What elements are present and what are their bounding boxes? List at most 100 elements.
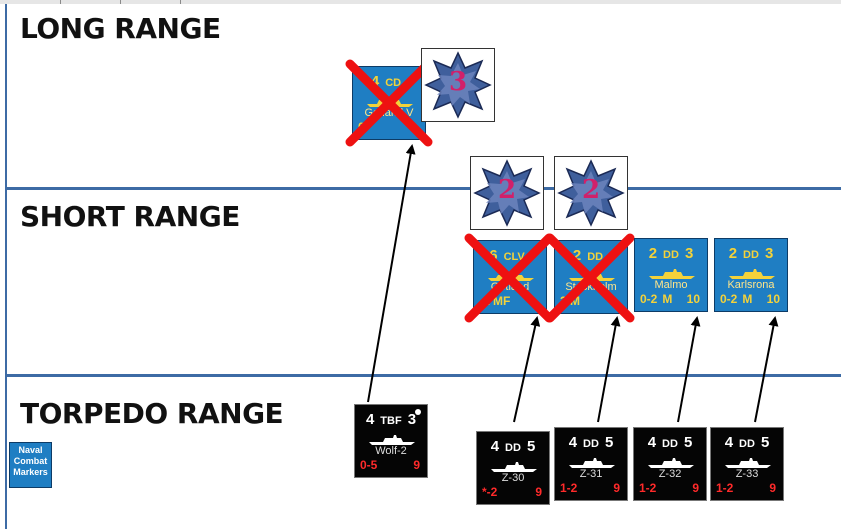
counter-type: DD <box>662 438 678 450</box>
naval-combat-markers-button[interactable]: Naval Combat Markers <box>9 442 52 488</box>
zone-label-torpedo-range: TORPEDO RANGE <box>20 397 284 430</box>
counter-ship-name: Gotland <box>490 281 530 293</box>
counter-defense-factor: 5 <box>526 438 536 455</box>
counter-type: DD <box>587 251 604 263</box>
counter-attack-factor: 4 <box>365 411 375 428</box>
ship-silhouette-icon <box>569 458 615 468</box>
status-dot-icon <box>415 409 421 415</box>
counter-speed: 9 <box>613 481 620 495</box>
counter-type: CD <box>385 77 402 89</box>
counter-type: TBF <box>380 415 402 427</box>
counter-gun-rating: 1-2 <box>716 481 734 495</box>
counter-gun-rating: *-2 <box>482 485 498 499</box>
counter-attack-factor: 2 <box>728 245 738 262</box>
counter-gun-rating: 1-2 <box>560 481 578 495</box>
counter-gun-rating: 2 M <box>560 294 581 308</box>
counter-speed: 9 <box>692 481 699 495</box>
counter-attack-factor: 4 <box>370 73 380 90</box>
counter-attack-factor: 2 <box>572 247 582 264</box>
counter-ship-name: Wolf-2 <box>375 445 407 457</box>
counter-ship-name: Karlsrona <box>727 279 775 291</box>
ship-silhouette-icon <box>569 271 615 281</box>
zone-divider-short-torpedo <box>6 374 841 377</box>
arrow-z31-to-stockholm <box>597 316 621 423</box>
counter-type: CLV <box>503 251 525 263</box>
hit-marker-short-gotland[interactable]: 2 <box>470 156 544 230</box>
counter-ship-name: Stockholm <box>565 281 617 293</box>
counter-ship-name: Z-33 <box>735 468 759 480</box>
counter-gun-rating: 0-2 <box>720 292 738 306</box>
arrow-wolf2-to-gotland-cd <box>367 144 416 403</box>
zone-label-long-range: LONG RANGE <box>20 12 221 45</box>
arrow-z30-to-gotland-clv <box>513 316 541 423</box>
counter-type: DD <box>739 438 755 450</box>
counter-type: DD <box>583 438 599 450</box>
hit-count: 3 <box>448 67 468 97</box>
hit-marker-short-stockholm[interactable]: 2 <box>554 156 628 230</box>
counter-z-33[interactable]: 4 DD 5 Z-33 1-2 9 <box>710 427 784 501</box>
arrow-z33-to-karlsrona <box>754 316 779 423</box>
star-burst-icon <box>424 51 492 119</box>
counter-z-32[interactable]: 4 DD 5 Z-32 1-2 9 <box>633 427 707 501</box>
counter-ship-name: Malmo <box>654 279 688 291</box>
ship-silhouette-icon <box>729 269 775 279</box>
ship-silhouette-icon <box>369 435 415 445</box>
counter-defense-factor: 3 <box>764 245 774 262</box>
counter-speed: 9 <box>413 458 420 472</box>
counter-type: DD <box>743 249 759 261</box>
counter-gun-rating: -1 MF <box>479 294 511 308</box>
counter-ship-name: Gotland V <box>364 107 414 119</box>
counter-gotland-cd[interactable]: 4 CD Gotland V 0 <box>352 66 426 140</box>
counter-defense-factor: 3 <box>684 245 694 262</box>
counter-type: DD <box>663 249 679 261</box>
counter-attack-factor: 4 <box>568 434 578 451</box>
counter-ship-name: Z-31 <box>579 468 603 480</box>
counter-defense-factor: 5 <box>683 434 693 451</box>
button-label-line-2: Combat <box>13 456 48 466</box>
counter-mode: M <box>742 292 753 306</box>
ship-silhouette-icon <box>649 269 695 279</box>
zone-label-short-range: SHORT RANGE <box>20 200 240 233</box>
button-label-line-1: Naval <box>18 445 43 455</box>
counter-speed: 9 <box>769 481 776 495</box>
counter-attack-factor: 4 <box>647 434 657 451</box>
arrow-z32-to-malmo <box>677 316 701 423</box>
board-left-edge <box>5 4 7 529</box>
counter-speed: 10 <box>686 292 700 306</box>
counter-gotland-clv[interactable]: 6 CLV Gotland -1 MF <box>473 240 547 314</box>
counter-gun-rating: 0-2 <box>640 292 658 306</box>
button-label-line-3: Markers <box>13 467 48 477</box>
counter-z-31[interactable]: 4 DD 5 Z-31 1-2 9 <box>554 427 628 501</box>
hit-count: 2 <box>497 175 517 205</box>
counter-defense-factor: 3 <box>407 411 417 428</box>
counter-attack-factor: 4 <box>490 438 500 455</box>
hit-count: 2 <box>581 175 601 205</box>
ship-silhouette-icon <box>648 458 694 468</box>
counter-attack-factor: 4 <box>724 434 734 451</box>
counter-defense-factor: 5 <box>604 434 614 451</box>
star-burst-icon <box>557 159 625 227</box>
counter-attack-factor: 2 <box>648 245 658 262</box>
counter-gun-rating: 0-5 <box>360 458 378 472</box>
counter-gun-rating: 0 <box>358 120 365 134</box>
ship-silhouette-icon <box>367 97 413 107</box>
window-top-strip <box>0 0 841 4</box>
counter-karlsrona[interactable]: 2 DD 3 Karlsrona 0-2 M 10 <box>714 238 788 312</box>
counter-malmo[interactable]: 2 DD 3 Malmo 0-2 M 10 <box>634 238 708 312</box>
counter-attack-factor: 6 <box>489 247 498 264</box>
ship-silhouette-icon <box>488 272 534 281</box>
counter-stockholm[interactable]: 2 DD Stockholm 2 M <box>554 240 628 314</box>
ship-silhouette-icon <box>491 462 537 472</box>
counter-gun-rating: 1-2 <box>639 481 657 495</box>
counter-speed: 10 <box>766 292 780 306</box>
counter-defense-factor: 5 <box>760 434 770 451</box>
counter-wolf-2[interactable]: 4 TBF 3 Wolf-2 0-5 9 <box>354 404 428 478</box>
counter-mode: M <box>662 292 673 306</box>
counter-ship-name: Z-30 <box>501 472 525 484</box>
zone-divider-long-short <box>6 187 841 190</box>
counter-speed: 9 <box>535 485 542 499</box>
hit-marker-long[interactable]: 3 <box>421 48 495 122</box>
ship-silhouette-icon <box>725 458 771 468</box>
counter-ship-name: Z-32 <box>658 468 682 480</box>
